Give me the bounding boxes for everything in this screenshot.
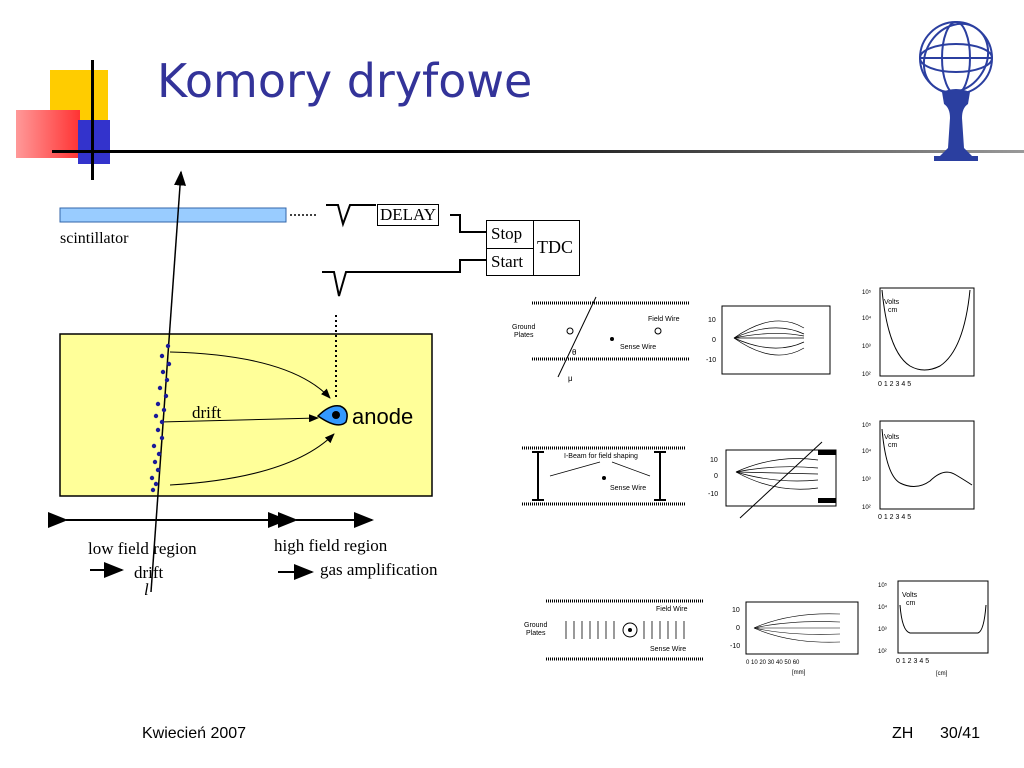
ibeam-label: I-Beam for field shaping [564,453,638,460]
drift-chamber-diagram [48,170,486,593]
svg-text:10⁴: 10⁴ [878,604,888,611]
svg-text:0: 0 [712,337,716,344]
footer-page-number: 30/41 [940,725,981,742]
sense-wire-label-3: Sense Wire [650,646,686,653]
title-underline [52,150,1024,153]
svg-text:10²: 10² [862,372,871,378]
svg-text:10²: 10² [862,505,871,511]
ground-label-1: Ground [512,324,535,331]
svg-text:0 1 2 3 4 5: 0 1 2 3 4 5 [878,514,911,521]
delay-to-stop-wire [450,214,486,233]
chamber-cross-section-2: I-Beam for field shaping Sense Wire [520,440,688,510]
pulse-top-icon [326,204,376,228]
svg-text:10⁵: 10⁵ [878,582,888,589]
plates-label-1: Plates [514,332,534,339]
svg-text:10⁴: 10⁴ [862,448,872,455]
footer-author: ZH [892,725,914,742]
ionization-electrons [149,343,172,493]
svg-text:0 10 20 30 40 50 60: 0 10 20 30 40 50 60 [746,660,800,666]
high-field-label: high field region [274,536,388,555]
tdc-divider [533,221,534,275]
tdc-label: TDC [537,237,573,257]
svg-text:10⁵: 10⁵ [862,422,872,429]
scintillator-label: scintillator [60,230,129,247]
svg-text:-10: -10 [730,643,740,650]
field-wire-label-1: Field Wire [648,316,680,323]
svg-text:10⁴: 10⁴ [862,315,872,322]
slide-ornament [0,55,150,180]
svg-text:10³: 10³ [862,344,871,350]
theta-label-1: θ [572,348,577,357]
tdc-block: Stop Start TDC [486,220,580,276]
volts-label-2: Volts [884,434,900,441]
volts-label-3: Volts [902,592,918,599]
svg-text:0 1 2 3 4 5: 0 1 2 3 4 5 [878,381,911,388]
chamber-cross-section-1: Ground Plates Field Wire Sense Wire θ μ [508,295,692,385]
pulse-to-start-wire [364,259,486,273]
drift-line-middle [159,414,319,423]
svg-text:0 1 2 3 4 5: 0 1 2 3 4 5 [896,658,929,665]
drift-line-bottom [169,433,335,486]
mu-label-1: μ [568,374,573,383]
track-label: l [144,580,149,599]
ground-label-3: Ground [524,622,547,629]
pulse-bottom-icon [322,271,364,297]
svg-text:10: 10 [732,607,740,614]
svg-text:0: 0 [736,625,740,632]
ornament-vline [91,60,94,180]
sense-wire-label-2: Sense Wire [610,485,646,492]
drift-label: drift [192,403,222,422]
field-wire-label-3: Field Wire [656,606,688,613]
cm-label-1: cm [888,307,898,314]
delay-box: DELAY [377,204,440,226]
drift-line-top [169,351,331,399]
svg-text:-10: -10 [708,491,718,498]
svg-text:-10: -10 [706,357,716,364]
sense-wire-label-1: Sense Wire [620,344,656,351]
xaxis-cm-label: [cm] [936,671,948,677]
chamber-box [59,333,433,497]
slide-title: Komory dryfowe [157,54,533,108]
scintillator-bar [59,207,287,223]
high-field-result-label: gas amplification [320,560,438,579]
plates-label-3: Plates [526,630,546,637]
ornament-blue-square [78,120,110,164]
cm-label-2: cm [888,442,898,449]
cm-label-3: cm [906,600,916,607]
svg-text:10: 10 [708,317,716,324]
svg-text:0: 0 [714,473,718,480]
anode-label: anode [352,404,414,429]
svg-text:10⁵: 10⁵ [862,289,872,296]
stop-start-divider [487,248,533,249]
footer-date: Kwiecień 2007 [142,725,247,742]
svg-text:10²: 10² [878,649,887,655]
low-field-result-label: drift [134,563,164,582]
svg-text:10³: 10³ [878,627,887,633]
stop-label: Stop [491,224,523,243]
chamber-cross-section-3: Ground Plates Field Wire Sense Wire [520,595,706,665]
field-map-2: 10 0 -10 [706,440,842,520]
svg-text:10: 10 [710,457,718,464]
svg-text:10³: 10³ [862,477,871,483]
field-map-3: 10 0 -10 0 10 20 30 40 50 60 [mm] [730,598,862,678]
start-label: Start [491,252,524,271]
atlas-logo [919,21,993,161]
potential-plot-3: 10⁵ 10⁴ 10³ 10² Volts cm 0 1 2 3 4 5 [cm] [876,575,994,681]
xaxis-mm-label: [mm] [792,670,806,676]
potential-plot-2: 10⁵ 10⁴ 10³ 10² Volts cm 0 1 2 3 4 5 [860,415,980,523]
potential-plot-1: 10⁵ 10⁴ 10³ 10² Volts cm 0 1 2 3 4 5 [860,282,980,390]
volts-label-1: Volts [884,299,900,306]
anode-wire [332,411,340,419]
field-map-1: 10 0 -10 [704,300,834,382]
low-field-label: low field region [88,539,197,558]
